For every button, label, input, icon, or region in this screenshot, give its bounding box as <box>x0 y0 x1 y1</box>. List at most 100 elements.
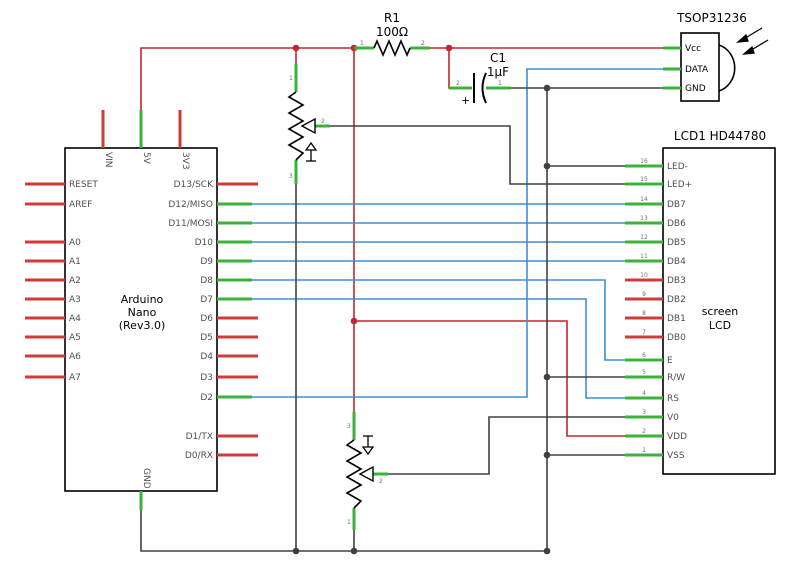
lcd-pin-label: DB7 <box>667 200 686 210</box>
ir-label-gnd: GND <box>685 84 706 94</box>
pin-label: D0/RX <box>185 451 213 461</box>
pin-label: A2 <box>69 276 81 286</box>
pin-label: RESET <box>69 180 98 190</box>
pin-label: D7 <box>200 295 213 305</box>
arduino-name-3: (Rev3.0) <box>119 319 166 332</box>
ir-arrows-icon <box>736 27 769 55</box>
lcd-pin-number: 8 <box>642 310 646 317</box>
wire-d8-e <box>252 279 663 361</box>
pot2-wiper-arrow-icon <box>358 465 374 483</box>
lcd-pin-number: 15 <box>640 176 648 183</box>
ir-label-vcc: Vcc <box>685 44 701 54</box>
pin-label: A1 <box>69 257 81 267</box>
wire-pot2-wiper <box>388 416 663 475</box>
signal-wires <box>252 68 663 399</box>
pin-label: D11/MOSI <box>168 219 213 229</box>
pin-label: D13/SCK <box>174 180 214 190</box>
pot1-wiper-arrow-icon <box>300 117 316 135</box>
pin-label: A5 <box>69 333 81 343</box>
ir-label-data: DATA <box>685 65 709 75</box>
pot2-pin-number-1: 1 <box>347 519 351 526</box>
wire-d7-rs <box>252 298 663 399</box>
pin-label: AREF <box>69 200 92 210</box>
pin-label-vin: VIN <box>103 152 113 168</box>
pot2-zigzag <box>345 439 363 509</box>
r1-value: 100Ω <box>376 25 408 39</box>
potentiometer-top: 1 3 2 <box>287 64 330 184</box>
lcd-title: LCD1 HD44780 <box>674 129 766 143</box>
pin-label-5v: 5V <box>141 152 151 165</box>
lcd-pin-label: VSS <box>667 451 685 461</box>
pot1-zigzag <box>287 91 305 161</box>
arduino-name-2: Nano <box>128 306 157 319</box>
lcd-pin-label: DB5 <box>667 238 686 248</box>
pin-label-3v3: 3V3 <box>180 152 190 170</box>
pin-label: D10 <box>195 238 214 248</box>
pot1-pin-number-1: 1 <box>289 75 293 82</box>
capacitor-c1: C1 1µF + 2 1 <box>449 51 511 107</box>
lcd-pin-number: 12 <box>640 234 648 241</box>
pot1-adjust-arrow-icon <box>304 141 318 162</box>
arduino-right-pins: D13/SCKD12/MISOD11/MOSID10D9D8D7D6D5D4D3… <box>168 180 258 461</box>
lcd-pin-label: R/W <box>667 373 685 383</box>
pin-label: D9 <box>200 257 213 267</box>
pot2-pin-number-2: 2 <box>379 478 383 485</box>
c1-pin-number-2: 2 <box>456 80 460 87</box>
wire-5v-to-r1 <box>140 47 354 110</box>
lcd-body <box>662 147 776 475</box>
r1-zigzag <box>373 38 411 58</box>
pin-label: D3 <box>200 373 213 383</box>
c1-plate-minus <box>481 72 487 104</box>
pin-label: D4 <box>200 352 213 362</box>
lcd-pin-number: 11 <box>640 253 648 260</box>
lcd-pin-label: V0 <box>667 413 679 423</box>
lcd-pin-label: DB3 <box>667 276 686 286</box>
arduino-body <box>64 147 218 492</box>
wire-d2-data <box>252 68 663 398</box>
lcd-pin-number: 2 <box>642 428 646 435</box>
wire-pot1-wiper <box>330 125 663 185</box>
lcd-pin-number: 13 <box>640 215 648 222</box>
junction-dot <box>543 451 551 459</box>
junction-dot <box>543 84 551 92</box>
lcd-pin-number: 14 <box>640 196 648 203</box>
lcd-pin-label: LED- <box>667 162 688 172</box>
lcd-screen-label: screen <box>702 305 739 318</box>
junction-dot <box>350 317 358 325</box>
pin-label: A7 <box>69 373 81 383</box>
lcd-pins: LED-16LED+15DB714DB613DB512DB411DB310DB2… <box>625 158 692 461</box>
pot1-pin-number-2: 2 <box>321 118 325 125</box>
junction-dot <box>543 373 551 381</box>
r1-name: R1 <box>384 11 400 25</box>
lcd-pin-number: 4 <box>642 390 646 397</box>
lcd-pin-label: DB1 <box>667 314 686 324</box>
lcd-pin-number: 16 <box>640 158 648 165</box>
pin-label: D6 <box>200 314 213 324</box>
pin-label-gnd: GND <box>141 468 151 489</box>
pin-label: D5 <box>200 333 213 343</box>
resistor-r1: R1 100Ω 1 2 <box>354 11 430 58</box>
r1-pin-number-2: 2 <box>421 40 425 47</box>
junction-dot <box>543 547 551 555</box>
pot1-pin-number-3: 3 <box>289 173 293 180</box>
c1-name: C1 <box>490 51 506 65</box>
lcd-pin-label: DB0 <box>667 333 686 343</box>
junction-dot <box>445 44 453 52</box>
lcd-pin-number: 3 <box>642 409 646 416</box>
lcd-pin-label: DB6 <box>667 219 686 229</box>
lcd-pin-label: LED+ <box>667 180 692 190</box>
lcd-pin-label: E <box>667 356 673 366</box>
junction-dot <box>292 44 300 52</box>
lcd-pin-number: 10 <box>640 272 648 279</box>
arduino-nano: Arduino Nano (Rev3.0) VIN 5V 3V3 GND RES… <box>25 110 258 510</box>
wire-gnd-bus <box>140 510 547 552</box>
lcd-pin-number: 1 <box>642 447 646 454</box>
ir-lens <box>718 44 736 92</box>
arduino-name: Arduino <box>121 293 164 306</box>
pin-label: A0 <box>69 238 81 248</box>
junction-dot <box>292 547 300 555</box>
pin-label: A6 <box>69 352 81 362</box>
pot2-pin-number-3: 3 <box>347 423 351 430</box>
pin-label: D2 <box>200 393 213 403</box>
